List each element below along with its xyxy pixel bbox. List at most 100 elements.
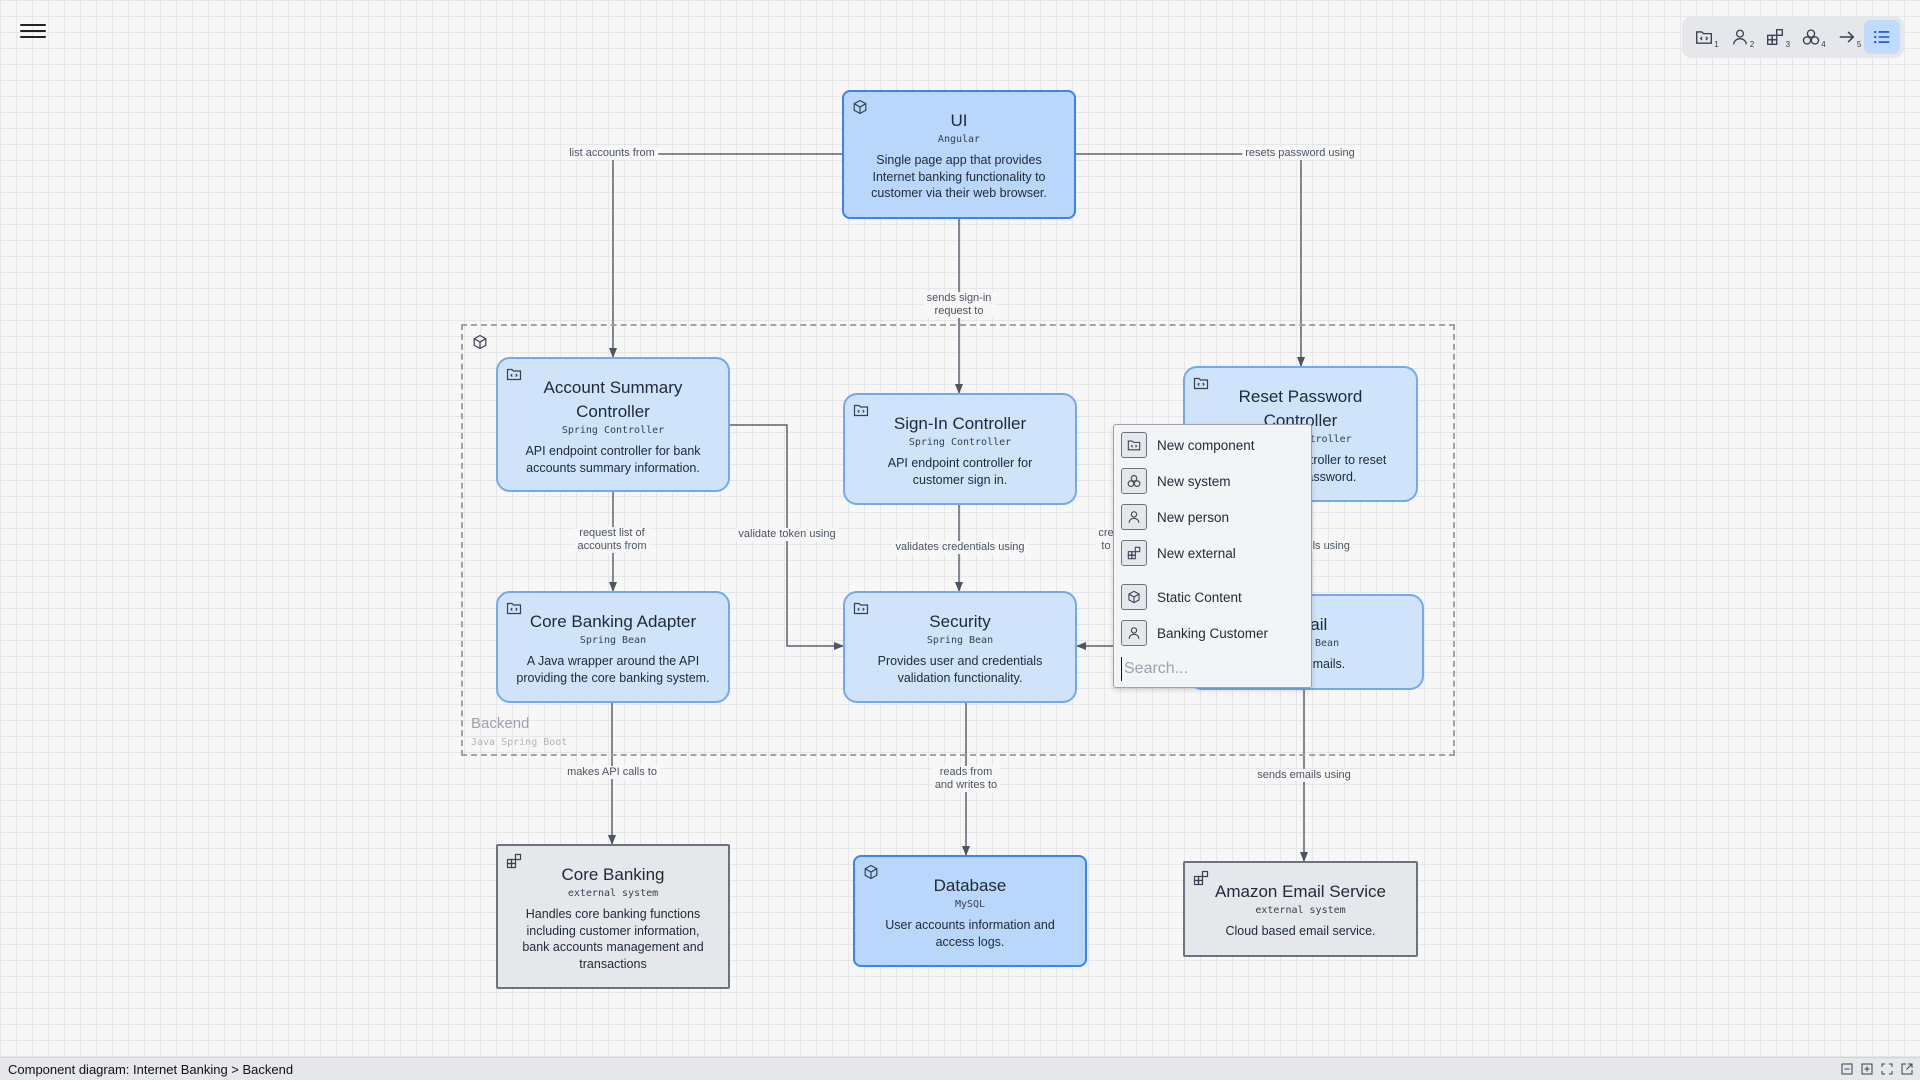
toolbar: 1 2 3 4 5 — [1682, 16, 1904, 58]
external-blocks-icon — [1766, 28, 1784, 46]
toolbar-list-button[interactable] — [1864, 20, 1901, 54]
folder-code-icon — [853, 402, 869, 418]
external-blocks-icon — [1121, 540, 1147, 566]
shortcut-number: 3 — [1785, 40, 1791, 49]
edge-label-sends-emails: sends emails using — [1254, 769, 1354, 782]
edge-label-sends-signin: sends sign-in request to — [923, 292, 995, 318]
breadcrumb: Component diagram: Internet Banking > Ba… — [8, 1062, 294, 1077]
edge-label-validates-credentials: validates credentials using — [892, 541, 1028, 554]
edge-label-line: and writes to — [934, 779, 998, 791]
node-account-summary-controller[interactable]: Account Summary Controller Spring Contro… — [496, 357, 730, 492]
folder-code-icon — [853, 600, 869, 616]
status-bar: Component diagram: Internet Banking > Ba… — [0, 1057, 1920, 1080]
node-tech: Spring Bean — [926, 635, 994, 646]
edge-label-line: reads from — [939, 766, 993, 778]
hamburger-menu-icon[interactable] — [20, 20, 46, 42]
cube-icon — [852, 99, 868, 115]
node-description: API endpoint controller for bank account… — [525, 444, 701, 475]
node-description: Cloud based email service. — [1225, 924, 1376, 938]
menu-item-label: Banking Customer — [1157, 625, 1269, 641]
context-menu-search-input[interactable] — [1121, 657, 1306, 681]
edge-label-validate-token: validate token using — [735, 528, 839, 541]
edge-label-reads-from: reads from and writes to — [931, 766, 1001, 792]
person-icon — [1121, 504, 1147, 530]
context-menu: New component New system New person New … — [1113, 424, 1312, 688]
backend-boundary[interactable]: Backend Java Spring Boot — [461, 324, 1455, 756]
folder-code-icon — [1193, 375, 1209, 391]
zoom-out-icon[interactable] — [1840, 1062, 1854, 1076]
node-title: Amazon Email Service — [1214, 882, 1386, 901]
toolbar-new-person-button[interactable]: 2 — [1722, 20, 1758, 54]
zoom-in-icon[interactable] — [1860, 1062, 1874, 1076]
status-actions — [1840, 1062, 1914, 1076]
menu-item-new-person[interactable]: New person — [1121, 502, 1229, 532]
menu-bar — [20, 29, 46, 32]
boundary-title: Backend — [471, 715, 530, 732]
folder-code-icon — [1695, 28, 1713, 46]
node-core-banking-adapter[interactable]: Core Banking Adapter Spring Bean A Java … — [496, 591, 730, 703]
boundary-tech: Java Spring Boot — [471, 737, 568, 748]
edge-label-line: to — [1101, 540, 1111, 552]
menu-item-new-system[interactable]: New system — [1121, 466, 1231, 496]
node-ui[interactable]: UI Angular Single page app that provides… — [842, 90, 1076, 219]
edge-label-list-accounts: list accounts from — [566, 147, 658, 160]
menu-item-banking-customer[interactable]: Banking Customer — [1121, 618, 1268, 648]
shortcut-number: 5 — [1856, 40, 1862, 49]
node-tech: Spring Bean — [579, 635, 647, 646]
node-description: API endpoint controller for customer sig… — [887, 456, 1033, 487]
cube-icon — [1121, 584, 1147, 610]
fit-to-screen-icon[interactable] — [1880, 1062, 1894, 1076]
menu-bar — [20, 23, 46, 26]
node-title: Security — [929, 612, 991, 631]
folder-code-icon — [1121, 432, 1147, 458]
folder-code-icon — [506, 366, 522, 382]
menu-item-label: Static Content — [1157, 589, 1242, 605]
shortcut-number: 4 — [1821, 40, 1826, 49]
menu-item-label: New component — [1157, 437, 1255, 453]
external-blocks-icon — [506, 853, 522, 869]
node-title: UI — [950, 111, 968, 130]
edge-label-reset-email: ils using — [1307, 540, 1353, 553]
node-description: A Java wrapper around the API providing … — [516, 654, 710, 685]
menu-bar — [20, 35, 46, 38]
edge-label-line: accounts from — [577, 540, 647, 552]
node-sign-in-controller[interactable]: Sign-In Controller Spring Controller API… — [843, 393, 1077, 505]
system-circles-icon — [1802, 28, 1820, 46]
toolbar-new-system-button[interactable]: 4 — [1793, 20, 1829, 54]
toolbar-new-external-button[interactable]: 3 — [1757, 20, 1793, 54]
edge-label-makes-api-calls: makes API calls to — [564, 766, 660, 779]
menu-item-label: New person — [1157, 509, 1230, 525]
node-tech: Spring Controller — [561, 425, 665, 436]
node-title: Sign-In Controller — [893, 414, 1027, 433]
menu-item-new-component[interactable]: New component — [1121, 430, 1255, 460]
menu-item-label: New external — [1157, 545, 1236, 561]
node-title: Core Banking Adapter — [529, 612, 697, 631]
node-security[interactable]: Security Spring Bean Provides user and c… — [843, 591, 1077, 703]
node-amazon-email-service[interactable]: Amazon Email Service external system Clo… — [1183, 861, 1418, 957]
system-circles-icon — [1121, 468, 1147, 494]
edge-label-reset-security: cre to — [1095, 527, 1117, 553]
node-title: Database — [933, 876, 1007, 895]
edge-label-request-list: request list of accounts from — [574, 527, 650, 553]
toolbar-new-component-button[interactable]: 1 — [1686, 20, 1722, 54]
node-database[interactable]: Database MySQL User accounts information… — [853, 855, 1087, 967]
node-description: User accounts information and access log… — [885, 918, 1055, 949]
menu-item-label: New system — [1157, 473, 1231, 489]
cube-icon — [472, 334, 488, 350]
node-tech: external system — [1255, 905, 1346, 916]
shortcut-number: 1 — [1714, 40, 1719, 49]
person-icon — [1121, 620, 1147, 646]
menu-item-static-content[interactable]: Static Content — [1121, 582, 1242, 612]
edge-label-line: request to — [934, 305, 984, 317]
open-external-icon[interactable] — [1900, 1062, 1914, 1076]
node-tech: MySQL — [954, 899, 986, 910]
node-title: Core Banking — [561, 865, 665, 884]
node-title: Account Summary Controller — [543, 378, 683, 421]
edge-label-line: cre — [1098, 527, 1114, 539]
node-core-banking[interactable]: Core Banking external system Handles cor… — [496, 844, 730, 989]
node-description: Provides user and credentials validation… — [877, 654, 1043, 685]
toolbar-new-relationship-button[interactable]: 5 — [1829, 20, 1865, 54]
edge-label-line: request list of — [579, 527, 645, 539]
menu-item-new-external[interactable]: New external — [1121, 538, 1236, 568]
